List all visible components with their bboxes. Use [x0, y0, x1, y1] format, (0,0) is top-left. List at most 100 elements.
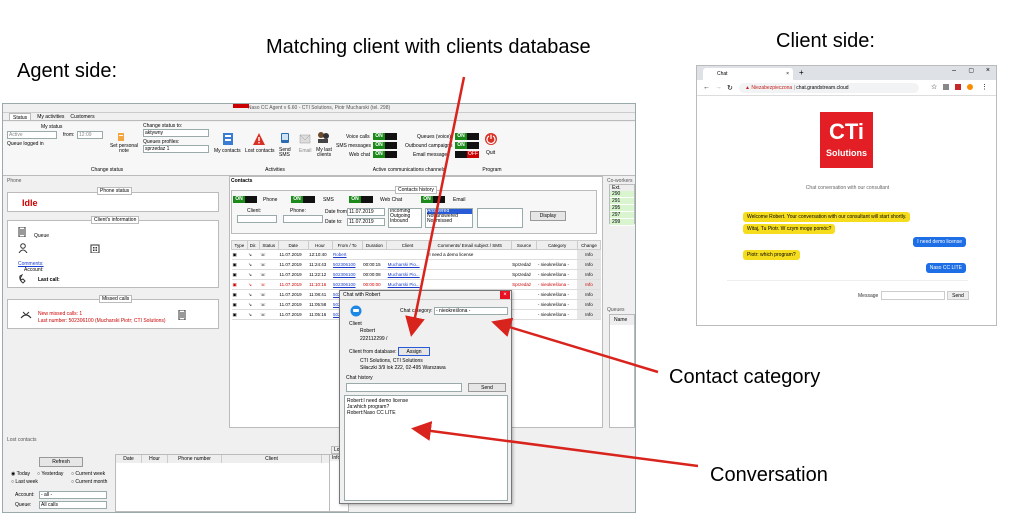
- email-icon[interactable]: [299, 134, 311, 144]
- tab-customers[interactable]: Customers: [70, 114, 95, 120]
- status-list[interactable]: Answered Not answered Not missed: [425, 208, 473, 228]
- refresh-button[interactable]: Refresh: [39, 457, 83, 467]
- column-header[interactable]: Date: [277, 240, 309, 250]
- lost-contacts-button[interactable]: Lost contacts: [245, 148, 275, 154]
- period-today[interactable]: ◉ Today: [11, 471, 31, 477]
- reload-icon[interactable]: ↻: [727, 85, 733, 92]
- tab-my-activities[interactable]: My activities: [37, 114, 65, 120]
- row-client[interactable]: [386, 249, 429, 260]
- row-change[interactable]: Info: [577, 299, 601, 310]
- set-personal-note-button[interactable]: Set personal note: [109, 143, 139, 154]
- lost-column-header[interactable]: Client: [222, 455, 322, 463]
- sms-filter-toggle[interactable]: ON: [291, 196, 315, 203]
- email-button[interactable]: Email: [299, 148, 312, 154]
- direction-option[interactable]: Inbound: [390, 218, 409, 224]
- direction-option[interactable]: Outgoing: [390, 213, 411, 219]
- window-close-icon[interactable]: ×: [985, 67, 990, 74]
- column-header[interactable]: Duration: [361, 240, 388, 250]
- row-from[interactable]: 502306100: [332, 269, 363, 280]
- date-to-input[interactable]: 11.07.2019: [347, 218, 385, 226]
- lost-column-header[interactable]: Date: [116, 455, 142, 463]
- extra-filter-list[interactable]: [477, 208, 523, 228]
- lost-column-header[interactable]: Phone number: [168, 455, 222, 463]
- direction-list[interactable]: Incoming Outgoing Inbound: [388, 208, 422, 228]
- period-current-week[interactable]: ○ Current week: [71, 471, 106, 477]
- phone-filter-toggle[interactable]: ON: [233, 196, 257, 203]
- display-button[interactable]: Display: [530, 211, 566, 221]
- forward-icon[interactable]: →: [715, 84, 722, 91]
- star-icon[interactable]: ☆: [931, 84, 938, 91]
- sms-toggle[interactable]: ON: [373, 142, 397, 149]
- note-icon[interactable]: [116, 132, 126, 142]
- row-change[interactable]: Info: [577, 309, 601, 320]
- back-icon[interactable]: ←: [703, 84, 710, 91]
- chat-send-button[interactable]: Send: [468, 383, 506, 392]
- direction-option[interactable]: Incoming: [390, 208, 411, 214]
- column-header[interactable]: Client: [386, 240, 429, 250]
- lost-queue-select[interactable]: All calls: [39, 501, 107, 509]
- message-input[interactable]: [881, 291, 945, 300]
- tab-status[interactable]: Status: [9, 113, 32, 121]
- email-filter-toggle[interactable]: ON: [421, 196, 445, 203]
- row-change[interactable]: Info: [577, 259, 601, 270]
- sms-icon[interactable]: [279, 132, 291, 144]
- profile-avatar[interactable]: [967, 84, 973, 90]
- close-icon[interactable]: ×: [500, 291, 510, 299]
- outbound-toggle[interactable]: ON: [455, 142, 479, 149]
- browser-tab[interactable]: Chat ×: [703, 68, 793, 80]
- column-header[interactable]: Dir.: [246, 240, 260, 250]
- client-filter-input[interactable]: [237, 215, 277, 223]
- notes-icon[interactable]: [178, 309, 186, 321]
- period-current-month[interactable]: ○ Current month: [71, 479, 108, 485]
- assign-button[interactable]: Assign: [398, 347, 430, 356]
- row-change[interactable]: Info: [577, 269, 601, 280]
- extension-icon[interactable]: [955, 84, 961, 90]
- column-header[interactable]: Status: [258, 240, 279, 250]
- phone-filter-input[interactable]: [283, 215, 323, 223]
- row-client[interactable]: Mucharski Pio...: [386, 279, 429, 290]
- status-option[interactable]: Not missed: [427, 218, 453, 224]
- column-header[interactable]: Source: [510, 240, 538, 250]
- row-from[interactable]: Robert: [332, 249, 363, 260]
- send-sms-button[interactable]: Send SMS: [279, 147, 291, 158]
- queues-voice-toggle[interactable]: ON: [455, 133, 479, 140]
- row-change[interactable]: Info: [577, 279, 601, 290]
- menu-icon[interactable]: ⋮: [981, 84, 988, 91]
- period-yesterday[interactable]: ○ Yesterday: [37, 471, 64, 477]
- new-tab-icon[interactable]: +: [799, 68, 804, 77]
- address-bar[interactable]: ▲ Niezabezpieczona | chat.grandstream.cl…: [739, 83, 919, 93]
- chat-message-input[interactable]: [346, 383, 462, 392]
- quit-button[interactable]: Quit: [486, 150, 496, 156]
- period-last-week[interactable]: ○ Last week: [11, 479, 38, 485]
- tab-close-icon[interactable]: ×: [786, 71, 789, 77]
- my-last-clients-button[interactable]: My last clients: [316, 147, 332, 158]
- column-header[interactable]: Hour: [307, 240, 333, 250]
- column-header[interactable]: Comments/ Email subject / SMS: [427, 240, 512, 250]
- change-status-select[interactable]: aktywny: [143, 129, 209, 137]
- row-change[interactable]: Info: [577, 289, 601, 300]
- coworker-ext[interactable]: 299: [610, 219, 634, 226]
- column-header[interactable]: Category: [536, 240, 578, 250]
- power-icon[interactable]: [484, 132, 498, 146]
- chat-category-select[interactable]: - nieokreślona -: [434, 307, 508, 315]
- web-chat-toggle[interactable]: ON: [373, 151, 397, 158]
- minimize-icon[interactable]: –: [952, 67, 956, 74]
- browser-send-button[interactable]: Send: [947, 291, 969, 300]
- lost-column-header[interactable]: Hour: [142, 455, 168, 463]
- row-from[interactable]: 502306100: [332, 279, 363, 290]
- contacts-icon[interactable]: [221, 132, 235, 146]
- queues-profiles-select[interactable]: sprzedaz 1: [143, 145, 209, 153]
- email-messages-toggle[interactable]: OFF: [455, 151, 479, 158]
- column-header[interactable]: Change: [576, 240, 602, 250]
- webchat-filter-toggle[interactable]: ON: [349, 196, 373, 203]
- column-header[interactable]: From / To: [331, 240, 363, 250]
- contacts-tab[interactable]: Contacts: [231, 178, 253, 184]
- warning-icon[interactable]: [252, 132, 266, 146]
- my-contacts-button[interactable]: My contacts: [214, 148, 241, 154]
- row-client[interactable]: Mucharski Pio...: [386, 269, 429, 280]
- column-header[interactable]: Type: [231, 240, 248, 250]
- date-from-input[interactable]: 11.07.2019: [347, 208, 385, 216]
